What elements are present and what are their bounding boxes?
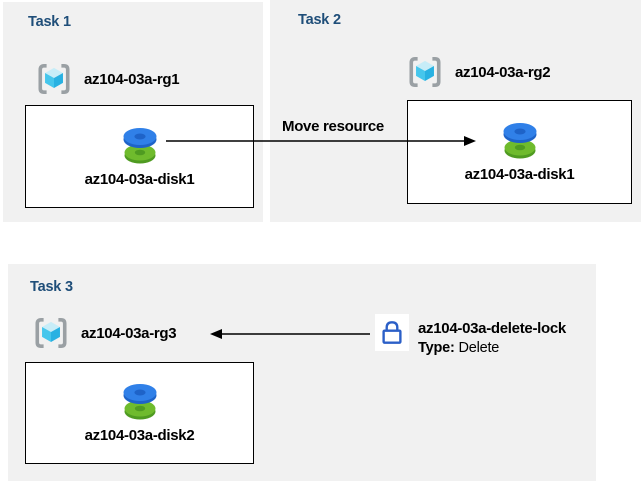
resource-group-icon <box>35 60 73 98</box>
disk-label: az104-03a-disk2 <box>84 427 195 444</box>
disk-label: az104-03a-disk1 <box>84 170 195 188</box>
move-arrow <box>166 136 476 146</box>
move-resource-label: Move resource <box>282 118 384 135</box>
resource-group-icon <box>32 314 70 352</box>
lock-text: az104-03a-delete-lock Type: Delete <box>418 314 566 357</box>
task2-resource-group: az104-03a-rg2 <box>406 53 551 91</box>
lock-arrow <box>210 329 370 339</box>
lock-type: Type: Delete <box>418 339 500 356</box>
task2-resource-box: az104-03a-disk1 <box>407 100 632 204</box>
disk-icon <box>499 121 541 159</box>
disk-label: az104-03a-disk1 <box>464 166 575 183</box>
task1-resource-group: az104-03a-rg1 <box>35 60 180 98</box>
disk-icon <box>119 126 161 164</box>
disk-icon <box>119 382 161 420</box>
resource-group-label: az104-03a-rg3 <box>81 324 177 342</box>
task3-resource-group: az104-03a-rg3 <box>32 314 177 352</box>
task1-title: Task 1 <box>28 14 71 30</box>
task3-panel: Task 3 az104-03a-rg3 <box>8 264 596 481</box>
task1-panel: Task 1 az104-03a-rg1 <box>3 2 263 222</box>
resource-group-label: az104-03a-rg2 <box>455 63 551 81</box>
lock-name: az104-03a-delete-lock <box>418 320 566 337</box>
task2-panel: Task 2 az104-03a-rg2 <box>270 0 641 222</box>
lock-icon <box>375 314 409 351</box>
task1-resource-box: az104-03a-disk1 <box>25 105 254 208</box>
resource-group-label: az104-03a-rg1 <box>84 70 180 88</box>
delete-lock-callout: az104-03a-delete-lock Type: Delete <box>375 314 566 357</box>
task3-title: Task 3 <box>30 279 73 295</box>
task2-title: Task 2 <box>298 12 341 28</box>
task3-resource-box: az104-03a-disk2 <box>25 362 254 464</box>
resource-group-icon <box>406 53 444 91</box>
